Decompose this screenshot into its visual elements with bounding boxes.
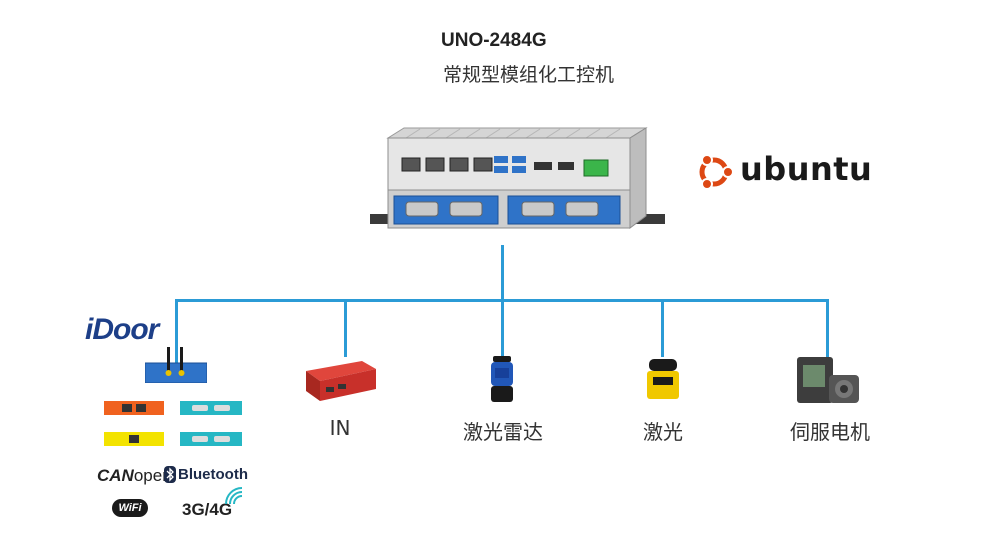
model-description: 常规型模组化工控机 <box>443 64 615 86</box>
servo-motor-image <box>797 357 859 403</box>
yellow-module-image <box>104 432 164 446</box>
laser-device-image <box>647 359 679 399</box>
trunk-line <box>501 245 504 300</box>
device-label: 激光 <box>643 420 683 444</box>
bluetooth-logo: Bluetooth <box>178 466 248 483</box>
bluetooth-icon <box>164 466 176 483</box>
ubuntu-logo-icon <box>699 154 734 190</box>
orange-module-image <box>104 401 164 415</box>
device-label: 激光雷达 <box>463 420 543 444</box>
idoor-logo: iDoor <box>85 313 159 346</box>
industrial-pc-image <box>370 127 665 229</box>
ubuntu-logo-text: ubuntu <box>740 150 873 188</box>
branch-line <box>661 299 664 357</box>
teal-module-image <box>180 432 242 446</box>
signal-icon <box>225 487 243 505</box>
teal-module-image <box>180 401 242 415</box>
canopen-logo: CANopen <box>97 466 172 485</box>
model-name: UNO-2484G <box>441 30 547 51</box>
device-label: 伺服电机 <box>790 420 870 444</box>
branch-line <box>344 299 347 357</box>
branch-line <box>501 299 504 357</box>
cellular-label: 3G/4G <box>182 500 233 519</box>
wifi-logo: WiFi <box>112 499 148 517</box>
device-label: IN <box>329 416 351 440</box>
branch-line <box>826 299 829 357</box>
idoor-module-image <box>145 347 207 383</box>
branch-line <box>175 299 178 367</box>
in-device-image <box>306 361 376 401</box>
lidar-device-image <box>491 356 513 402</box>
